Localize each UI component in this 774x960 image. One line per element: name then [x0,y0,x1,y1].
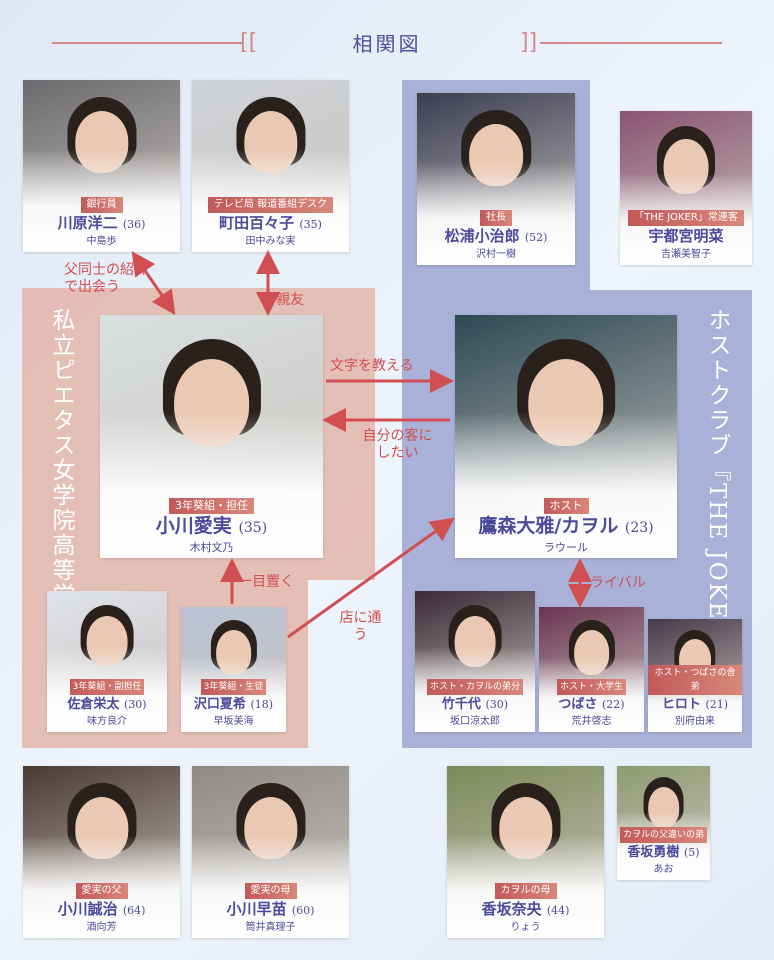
label-fathers-intro: 父同士の紹介で出会う [64,262,148,295]
character-name: 香坂奈央 (44) [481,900,570,918]
character-age: (21) [705,698,729,711]
actor-name: 中島歩 [86,236,117,247]
character-name: 佐倉栄太 (30) [67,697,147,712]
character-role: カヲルの父違いの弟 [619,827,707,843]
character-role: 「THE JOKER」常連客 [628,210,744,226]
character-age: (30) [123,698,147,711]
label-teach: 文字を教える [330,358,414,374]
character-role: 3年葵組・生徒 [200,679,267,695]
page-title: 相関図 [352,32,422,56]
character-card-ogawa: 3年葵組・担任 小川愛実 (35) 木村文乃 [100,315,323,558]
character-name: 松浦小治郎 (52) [444,227,548,245]
arrow-kawahara-ogawa [131,251,176,315]
label-respect: 一目置く [238,574,294,590]
character-photo [539,607,644,732]
actor-name: あお [653,864,674,875]
character-card-sawaguchi: 3年葵組・生徒 沢口夏希 (18) 早坂美海 [181,607,286,732]
title-bracket-left: [[ [240,30,258,55]
character-role: ホスト・カヲルの弟分 [426,679,523,695]
actor-name: 荒井啓志 [571,716,612,727]
character-role: 3年葵組・副担任 [69,679,145,695]
character-age: (5) [683,846,700,859]
character-photo [447,766,604,938]
actor-name: 早坂美海 [213,716,254,727]
title-line-right [540,42,722,44]
character-card-takechiyo: ホスト・カヲルの弟分 竹千代 (30) 坂口涼太郎 [415,591,535,732]
character-role: 銀行員 [80,197,123,213]
title-bracket-right: ]] [520,30,538,55]
character-age: (36) [122,218,146,231]
club-group-label: ホストクラブ『THE JOKER』 [704,308,730,665]
character-name: 小川誠治 (64) [57,900,146,918]
character-age: (52) [524,231,548,244]
character-age: (30) [485,698,509,711]
actor-name: ラウール [544,541,588,554]
character-photo [47,591,167,732]
character-name: つばさ (22) [558,697,625,712]
character-card-machida: テレビ局 報道番組デスク 町田百々子 (35) 田中みな実 [192,80,349,252]
character-age: (22) [601,698,625,711]
character-card-sanae: 愛実の母 小川早苗 (60) 筒井真理子 [192,766,349,938]
character-role: 愛実の父 [75,883,128,899]
character-age: (64) [122,904,146,917]
character-card-nao: カヲルの母 香坂奈央 (44) りょう [447,766,604,938]
label-customer: 自分の客にしたい [362,428,433,461]
character-age: (44) [546,904,570,917]
character-age: (35) [299,218,322,231]
actor-name: りょう [510,922,541,933]
character-card-seiji: 愛実の父 小川誠治 (64) 酒向芳 [23,766,180,938]
character-role: 3年葵組・担任 [169,498,254,514]
character-name: 川原洋二 (36) [57,214,146,232]
character-card-tsubasa: ホスト・大学生 つばさ (22) 荒井啓志 [539,607,644,732]
character-name: 鷹森大雅/カヲル (23) [478,515,654,537]
actor-name: 吉瀬美智子 [661,249,711,260]
character-name: 沢口夏希 (18) [193,697,274,712]
arrow-visits [287,517,455,639]
title-line-left [52,42,242,44]
character-role: テレビ局 報道番組デスク [207,197,334,213]
actor-name: 沢村一樹 [476,249,516,260]
character-photo [192,766,349,938]
character-role: 社長 [480,210,512,226]
school-group-label: 私立ピエタス女学院高等学校 [48,308,74,633]
character-role: ホスト・大学生 [556,679,626,695]
character-name: ヒロト (21) [661,697,729,712]
character-photo [100,315,323,558]
actor-name: 筒井真理子 [245,922,296,933]
character-age: (18) [250,698,274,711]
actor-name: 木村文乃 [189,541,234,554]
character-photo [617,766,710,880]
character-role: 愛実の母 [244,883,297,899]
character-name: 香坂勇樹 (5) [627,845,700,860]
character-age: (60) [291,904,315,917]
label-best-friend: 親友 [276,292,304,308]
character-role: カヲルの母 [494,883,557,899]
character-card-kawahara: 銀行員 川原洋二 (36) 中島歩 [23,80,180,252]
character-card-utsunomiya: 「THE JOKER」常連客 宇都宮明菜 吉瀬美智子 [620,111,752,265]
character-role: ホスト [543,498,589,514]
character-photo [181,607,286,732]
character-card-takamori: ホスト 鷹森大雅/カヲル (23) ラウール [455,315,677,558]
character-photo [455,315,677,558]
character-name: 小川早苗 (60) [226,900,315,918]
character-name: 小川愛実 (35) [155,515,268,537]
character-name: 宇都宮明菜 [648,227,724,245]
actor-name: 坂口涼太郎 [450,716,500,727]
actor-name: 田中みな実 [245,236,296,247]
actor-name: 味方良介 [87,716,127,727]
actor-name: 別府由来 [675,716,715,727]
character-role: ホスト・つばさの舎弟 [648,665,742,695]
character-name: 町田百々子 (35) [219,214,322,232]
character-photo [417,93,575,265]
character-age: (35) [238,520,268,536]
label-visits: 店に通う [339,610,382,643]
character-name: 竹千代 (30) [441,697,509,712]
character-card-sakura: 3年葵組・副担任 佐倉栄太 (30) 味方良介 [47,591,167,732]
actor-name: 酒向芳 [86,922,117,933]
character-age: (23) [624,520,654,536]
character-card-hiroto: ホスト・つばさの舎弟 ヒロト (21) 別府由来 [648,619,742,732]
character-card-yuki: カヲルの父違いの弟 香坂勇樹 (5) あお [617,766,710,880]
character-card-matsuura: 社長 松浦小治郎 (52) 沢村一樹 [417,93,575,265]
label-rival: ライバル [590,575,646,591]
